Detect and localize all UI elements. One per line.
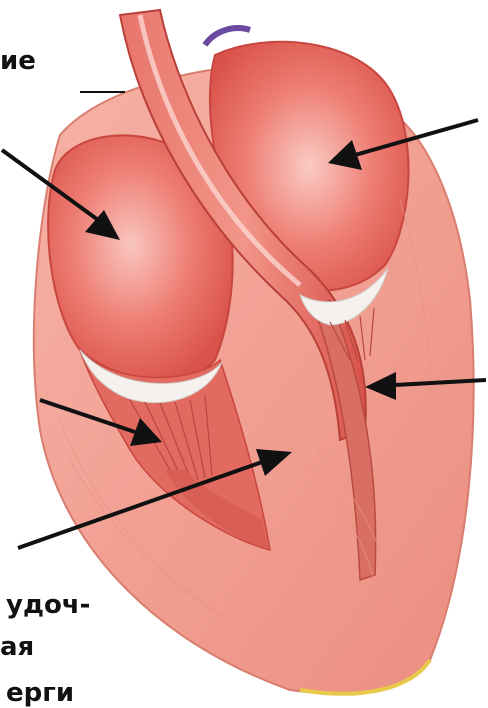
vessel-cap — [205, 28, 250, 45]
label-top-left: ие — [0, 48, 36, 74]
label-bottom-line2: ая — [0, 634, 34, 660]
label-bottom-line3: ерги — [6, 680, 74, 706]
label-bottom-line1: удоч- — [6, 592, 90, 618]
